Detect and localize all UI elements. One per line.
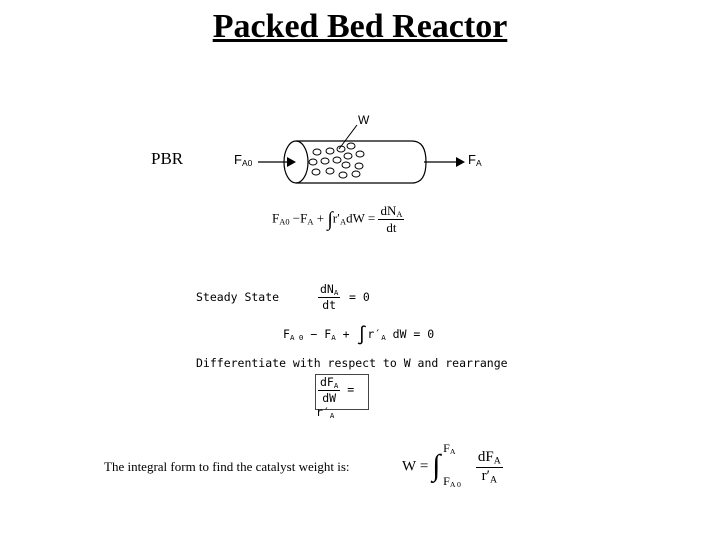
- definite-integral: ∫ FA FA 0: [432, 441, 461, 489]
- reactor-tube-body: [296, 140, 427, 184]
- steady-state-zero: = 0: [349, 290, 370, 304]
- outlet-flow-label: FA: [468, 152, 482, 169]
- particle: [351, 170, 361, 178]
- particle: [308, 158, 318, 166]
- accumulation-fraction: dNA dt: [378, 203, 405, 236]
- particle: [320, 157, 330, 165]
- differentiate-instruction: Differentiate with respect to W and rear…: [196, 356, 508, 370]
- catalyst-particles: [308, 142, 365, 179]
- reactor-tube-inlet-end: [283, 140, 309, 184]
- design-equation-box: dFA dW = r′A: [315, 374, 369, 420]
- steady-state-fraction: dNA dt: [318, 282, 341, 312]
- particle: [354, 162, 364, 170]
- steady-state-balance: FA 0 − FA + ∫r′A dW = 0: [283, 325, 435, 346]
- particle: [332, 156, 342, 164]
- particle: [325, 147, 335, 155]
- catalyst-weight-label: W: [358, 113, 370, 127]
- steady-state-label: Steady State: [196, 290, 280, 304]
- page-title: Packed Bed Reactor: [212, 8, 508, 45]
- outlet-arrow-head: [456, 157, 465, 167]
- particle: [346, 142, 356, 150]
- particle: [311, 168, 321, 176]
- particle: [355, 150, 365, 158]
- particle: [341, 161, 351, 169]
- particle: [336, 145, 346, 153]
- pbr-label: PBR: [151, 149, 184, 168]
- particle: [312, 148, 322, 156]
- particle: [325, 167, 335, 175]
- design-equation-fraction: dFA dW: [318, 375, 341, 405]
- integral-form-equation: W = ∫ FA FA 0 dFA r′A: [402, 441, 503, 491]
- integral-form-label: The integral form to find the catalyst w…: [104, 459, 350, 474]
- particle: [338, 171, 348, 179]
- mole-balance-equation: FA0 −FA + ∫r′AdW = dNA dt: [272, 203, 405, 236]
- w-leader-line: [338, 124, 358, 150]
- integrand-fraction: dFA r′A: [475, 449, 503, 485]
- inlet-arrow-head: [287, 157, 296, 167]
- inlet-flow-label: FA0: [234, 152, 253, 169]
- particle: [343, 152, 353, 160]
